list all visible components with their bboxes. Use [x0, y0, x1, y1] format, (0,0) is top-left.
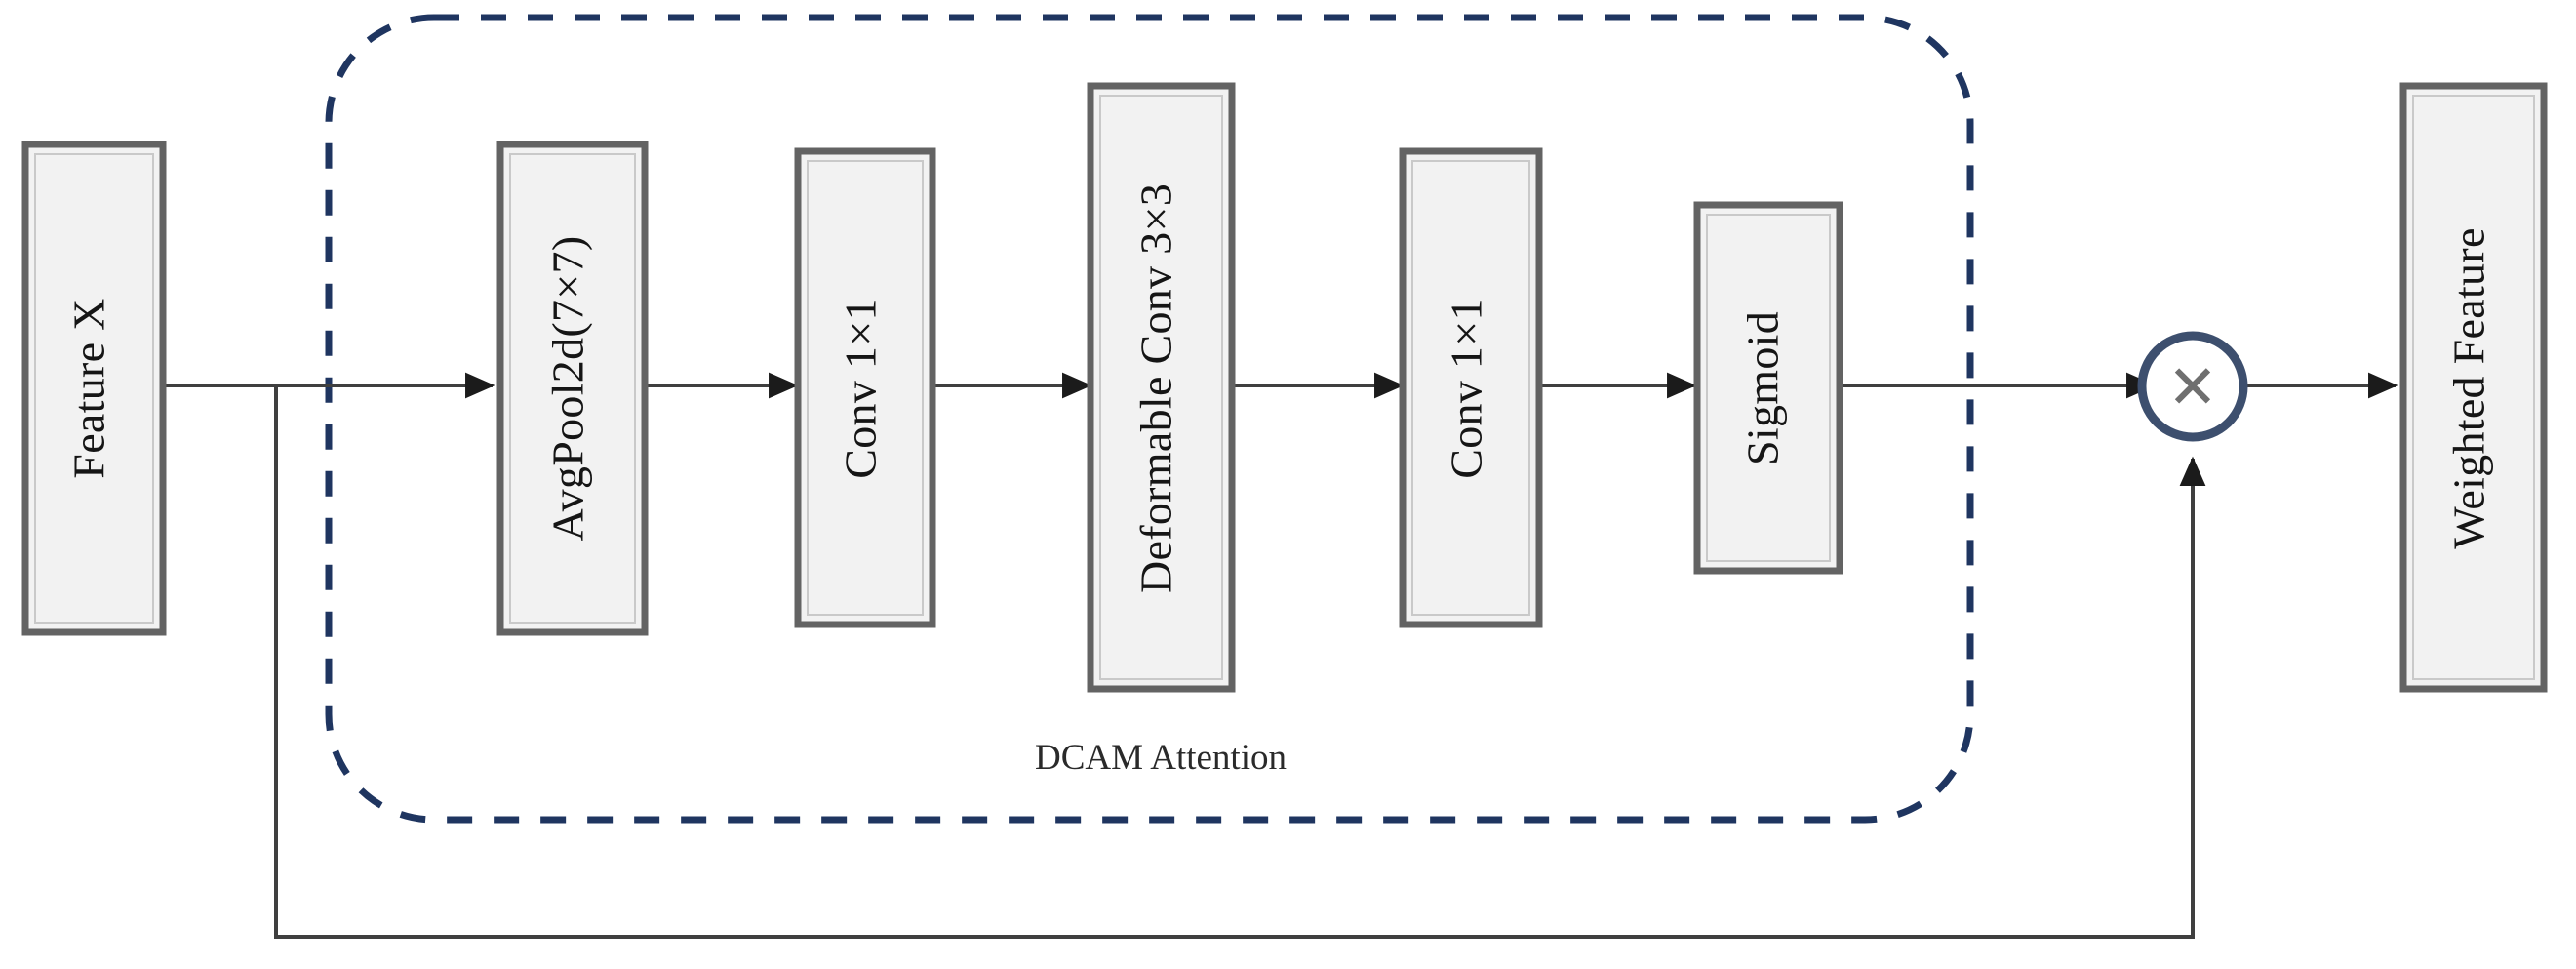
conv-1x1-second-block: Conv 1×1 — [1399, 147, 1543, 628]
weighted-feature-block: Weighted Feature — [2399, 82, 2548, 693]
feature-x-block-frame — [21, 141, 167, 636]
conv-1x1-first-block: Conv 1×1 — [794, 147, 936, 628]
multiply-icon: ✕ — [2167, 355, 2218, 422]
conv-1x1-second-block-inner-frame — [1411, 160, 1530, 616]
avgpool2d-block-frame — [496, 141, 649, 636]
feature-x-block: Feature X — [21, 141, 167, 636]
sigmoid-label: Sigmoid — [1738, 311, 1788, 465]
sigmoid-block-inner-frame — [1706, 214, 1831, 562]
conv-1x1-second-block-frame — [1399, 147, 1543, 628]
avgpool2d-label: AvgPool2d(7×7) — [543, 236, 593, 542]
dcam-attention-group-label: DCAM Attention — [1035, 738, 1287, 778]
conv-1x1-first-block-frame — [794, 147, 936, 628]
weighted-feature-block-inner-frame — [2412, 95, 2535, 680]
feature-x-label: Feature X — [64, 298, 114, 478]
conv-1x1-first-block-inner-frame — [807, 160, 924, 616]
multiply-node-circle — [2137, 331, 2248, 442]
conv-1x1-first-label: Conv 1×1 — [836, 298, 886, 479]
deformable-conv-3x3-label: Deformable Conv 3×3 — [1131, 183, 1181, 593]
conv-1x1-second-label: Conv 1×1 — [1442, 298, 1491, 479]
deformable-conv-3x3-block-inner-frame — [1099, 95, 1223, 680]
dcam-attention-group-boundary — [325, 14, 1974, 824]
edge-skip-connection — [274, 385, 2206, 939]
multiply-node: ✕ — [2137, 331, 2248, 442]
avgpool2d-block-inner-frame — [509, 153, 636, 624]
avgpool2d-block: AvgPool2d(7×7) — [496, 141, 649, 636]
weighted-feature-label: Weighted Feature — [2444, 227, 2494, 548]
sigmoid-block-frame — [1693, 201, 1843, 575]
deformable-conv-3x3-block-frame — [1087, 82, 1236, 693]
feature-x-block-inner-frame — [34, 153, 154, 624]
sigmoid-block: Sigmoid — [1693, 201, 1843, 575]
weighted-feature-block-frame — [2399, 82, 2548, 693]
deformable-conv-3x3-block: Deformable Conv 3×3 — [1087, 82, 1236, 693]
